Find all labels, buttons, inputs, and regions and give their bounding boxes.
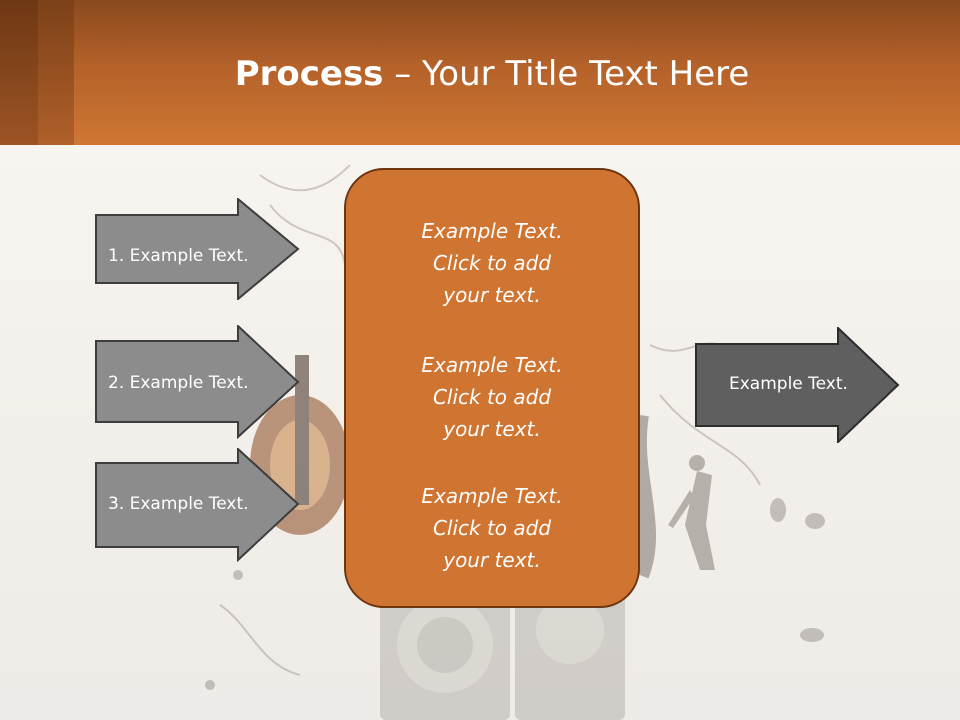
process-arrow-3-label: 3. Example Text. (108, 494, 249, 514)
slide-title: Process – Your Title Text Here (0, 52, 960, 96)
title-bar: Process – Your Title Text Here (0, 0, 960, 145)
process-arrow-1-label: 1. Example Text. (108, 246, 249, 266)
result-arrow[interactable]: Example Text. (695, 327, 900, 443)
center-text-box[interactable]: Example Text. Click to add your text. Ex… (344, 168, 640, 608)
center-text-block-3: Example Text. Click to add your text. (346, 480, 638, 576)
center-text-line: Example Text. (421, 219, 563, 243)
process-arrow-2-label: 2. Example Text. (108, 373, 249, 393)
center-text-line: Example Text. (421, 353, 563, 377)
process-arrow-2[interactable]: 2. Example Text. (95, 325, 300, 439)
center-text-block-2: Example Text. Click to add your text. (346, 349, 638, 445)
center-text-line: your text. (443, 283, 541, 307)
center-text-block-1: Example Text. Click to add your text. (346, 215, 638, 311)
title-rest: – Your Title Text Here (383, 54, 750, 94)
center-text-line: Click to add (432, 385, 552, 409)
center-text-line: Click to add (432, 251, 552, 275)
process-arrow-3[interactable]: 3. Example Text. (95, 448, 300, 562)
center-text-line: your text. (443, 417, 541, 441)
process-arrow-1[interactable]: 1. Example Text. (95, 198, 300, 300)
title-bold: Process (234, 54, 384, 94)
arrow-shape (95, 325, 300, 439)
header-accent-stripe (0, 0, 38, 145)
arrow-shape (95, 198, 300, 300)
arrow-shape (95, 448, 300, 562)
arrow-shape (695, 327, 900, 443)
center-text-line: your text. (443, 548, 541, 572)
header-accent-stripe (38, 0, 74, 145)
center-text-line: Click to add (432, 516, 552, 540)
center-text-line: Example Text. (421, 484, 563, 508)
result-arrow-label: Example Text. (729, 374, 848, 394)
